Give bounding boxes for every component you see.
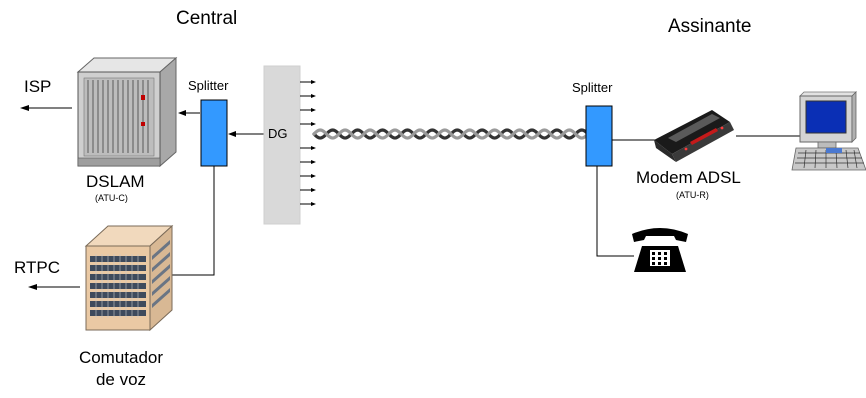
splitter-phone-link [596, 166, 634, 257]
isp-label: ISP [24, 77, 52, 96]
dg-frame [263, 65, 301, 225]
assinante-label: Assinante [668, 16, 752, 37]
dslam-splitter-arrowhead [178, 110, 186, 116]
splitter-left-label: Splitter [188, 78, 229, 93]
splitter-right-box [585, 105, 613, 167]
dslam-label: DSLAM [86, 172, 145, 191]
splitter-dg-arrowhead [228, 131, 236, 137]
atu-r-label: (ATU-R) [676, 190, 709, 200]
dg-terminals [300, 81, 314, 205]
modem-label: Modem ADSL [636, 168, 741, 187]
comutador-label-line1: Comutador [78, 348, 164, 367]
dslam-rack [76, 56, 178, 168]
comutador-label-line2: de voz [95, 370, 147, 389]
splitter-left-box [200, 99, 228, 167]
dg-label: DG [268, 126, 288, 141]
atu-c-label: (ATU-C) [95, 193, 128, 203]
splitter-comutador-link [171, 166, 215, 276]
rtpc-label: RTPC [14, 258, 60, 277]
modem-device [654, 110, 734, 162]
isp-arrowhead [20, 105, 29, 111]
computer-icon [791, 91, 866, 171]
twisted-pair-cable [312, 128, 590, 140]
telephone-icon [632, 228, 688, 272]
splitter-right-label: Splitter [572, 80, 613, 95]
central-label: Central [176, 8, 238, 29]
voice-switch-cabinet [84, 224, 174, 332]
rtpc-arrowhead [28, 284, 37, 290]
